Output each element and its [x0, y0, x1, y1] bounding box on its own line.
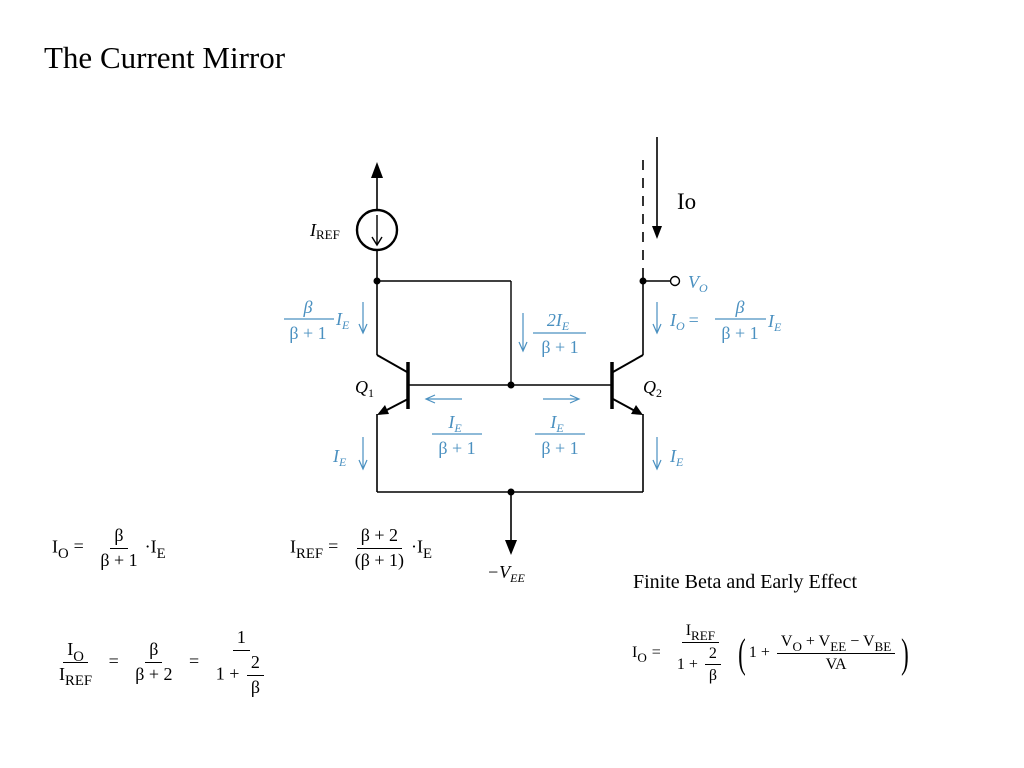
io-label: Io: [677, 189, 696, 214]
q1-emitter-ie: IE: [332, 446, 347, 469]
two-ie-num: 2IE: [547, 310, 570, 333]
io-eq-beta: β: [735, 297, 745, 317]
iref-label: IREF: [309, 220, 340, 242]
io-eq-beta-plus-1: β + 1: [721, 323, 758, 343]
vo-label: VO: [688, 272, 708, 295]
finite-beta-title: Finite Beta and Early Effect: [633, 571, 857, 593]
q2-label: Q2: [643, 377, 662, 400]
iref-up-arrow-icon: [371, 162, 383, 178]
slide-title: The Current Mirror: [44, 40, 286, 75]
vee-arrow-icon: [505, 540, 517, 555]
q2-emitter-ie: IE: [669, 446, 684, 469]
svg-text:IE: IE: [767, 311, 782, 334]
base-right-num: IE: [549, 412, 564, 435]
iref-equation: IREF= β + 2(β + 1)·IE: [290, 525, 433, 570]
base-left-den: β + 1: [438, 438, 475, 458]
svg-text:IE: IE: [335, 309, 350, 332]
base-right-den: β + 1: [541, 438, 578, 458]
vee-label: −VEE: [487, 562, 525, 585]
io-eq-lhs: IO=: [669, 310, 699, 333]
vo-terminal-icon: [669, 275, 681, 287]
q1-emitter-arrow-icon: [377, 405, 389, 415]
q1-label: Q1: [355, 377, 374, 400]
q2-emitter-arrow-icon: [631, 405, 643, 415]
base-node: [507, 381, 515, 389]
base-left-num: IE: [447, 412, 462, 435]
q1-collector-beta-plus-1: β + 1: [289, 323, 326, 343]
two-ie-den: β + 1: [541, 337, 578, 357]
io-arrow-head-icon: [652, 226, 662, 239]
q1-collector-beta: β: [303, 297, 313, 317]
